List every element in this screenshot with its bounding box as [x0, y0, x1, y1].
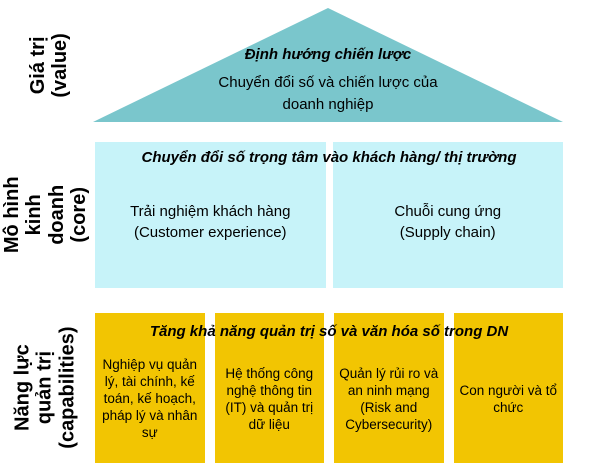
it-systems-label: Hệ thống công nghệ thông tin (IT) và quả…: [225, 365, 314, 432]
it-systems-box: Hệ thống công nghệ thông tin (IT) và quả…: [214, 313, 324, 463]
customer-experience-label: Trải nghiệm khách hàng (Customer experie…: [130, 203, 291, 241]
people-organization-box: Con người và tổ chức: [453, 313, 563, 463]
capabilities-grid: Nghiệp vụ quản lý, tài chính, kế toán, k…: [95, 313, 563, 463]
business-operations-box: Nghiệp vụ quản lý, tài chính, kế toán, k…: [95, 313, 205, 463]
capabilities-row-label-text: Năng lực quản trị (capabilities): [11, 326, 79, 450]
capabilities-band: Tăng khả năng quản trị số và văn hóa số …: [95, 313, 563, 463]
core-row-label: Mô hình kinh doanh (core): [1, 142, 91, 288]
capabilities-row-label: Năng lực quản trị (capabilities): [0, 313, 90, 463]
business-operations-label: Nghiệp vụ quản lý, tài chính, kế toán, k…: [102, 357, 198, 440]
people-organization-label: Con người và tổ chức: [459, 382, 557, 415]
core-grid: Trải nghiệm khách hàng (Customer experie…: [95, 142, 563, 288]
risk-cybersecurity-box: Quản lý rủi ro và an ninh mạng (Risk and…: [334, 313, 444, 463]
value-row-label-text: Giá trị (value): [26, 32, 71, 98]
core-band-header: Chuyển đổi số trọng tâm vào khách hàng/ …: [141, 149, 517, 166]
strategy-triangle: Định hướng chiến lược Chuyển đổi số và c…: [93, 8, 563, 122]
value-row-label: Giá trị (value): [6, 8, 92, 122]
triangle-body: Chuyển đổi số và chiến lược của doanh ng…: [218, 74, 438, 113]
customer-experience-box: Trải nghiệm khách hàng (Customer experie…: [95, 142, 326, 288]
core-band: Chuyển đổi số trọng tâm vào khách hàng/ …: [95, 142, 563, 288]
capabilities-band-header: Tăng khả năng quản trị số và văn hóa số …: [149, 323, 509, 340]
risk-cybersecurity-label: Quản lý rủi ro và an ninh mạng (Risk and…: [339, 365, 439, 432]
supply-chain-box: Chuỗi cung ứng (Supply chain): [332, 142, 563, 288]
triangle-title: Định hướng chiến lược: [244, 46, 412, 63]
core-row-label-text: Mô hình kinh doanh (core): [1, 176, 91, 254]
supply-chain-label: Chuỗi cung ứng (Supply chain): [394, 203, 502, 241]
